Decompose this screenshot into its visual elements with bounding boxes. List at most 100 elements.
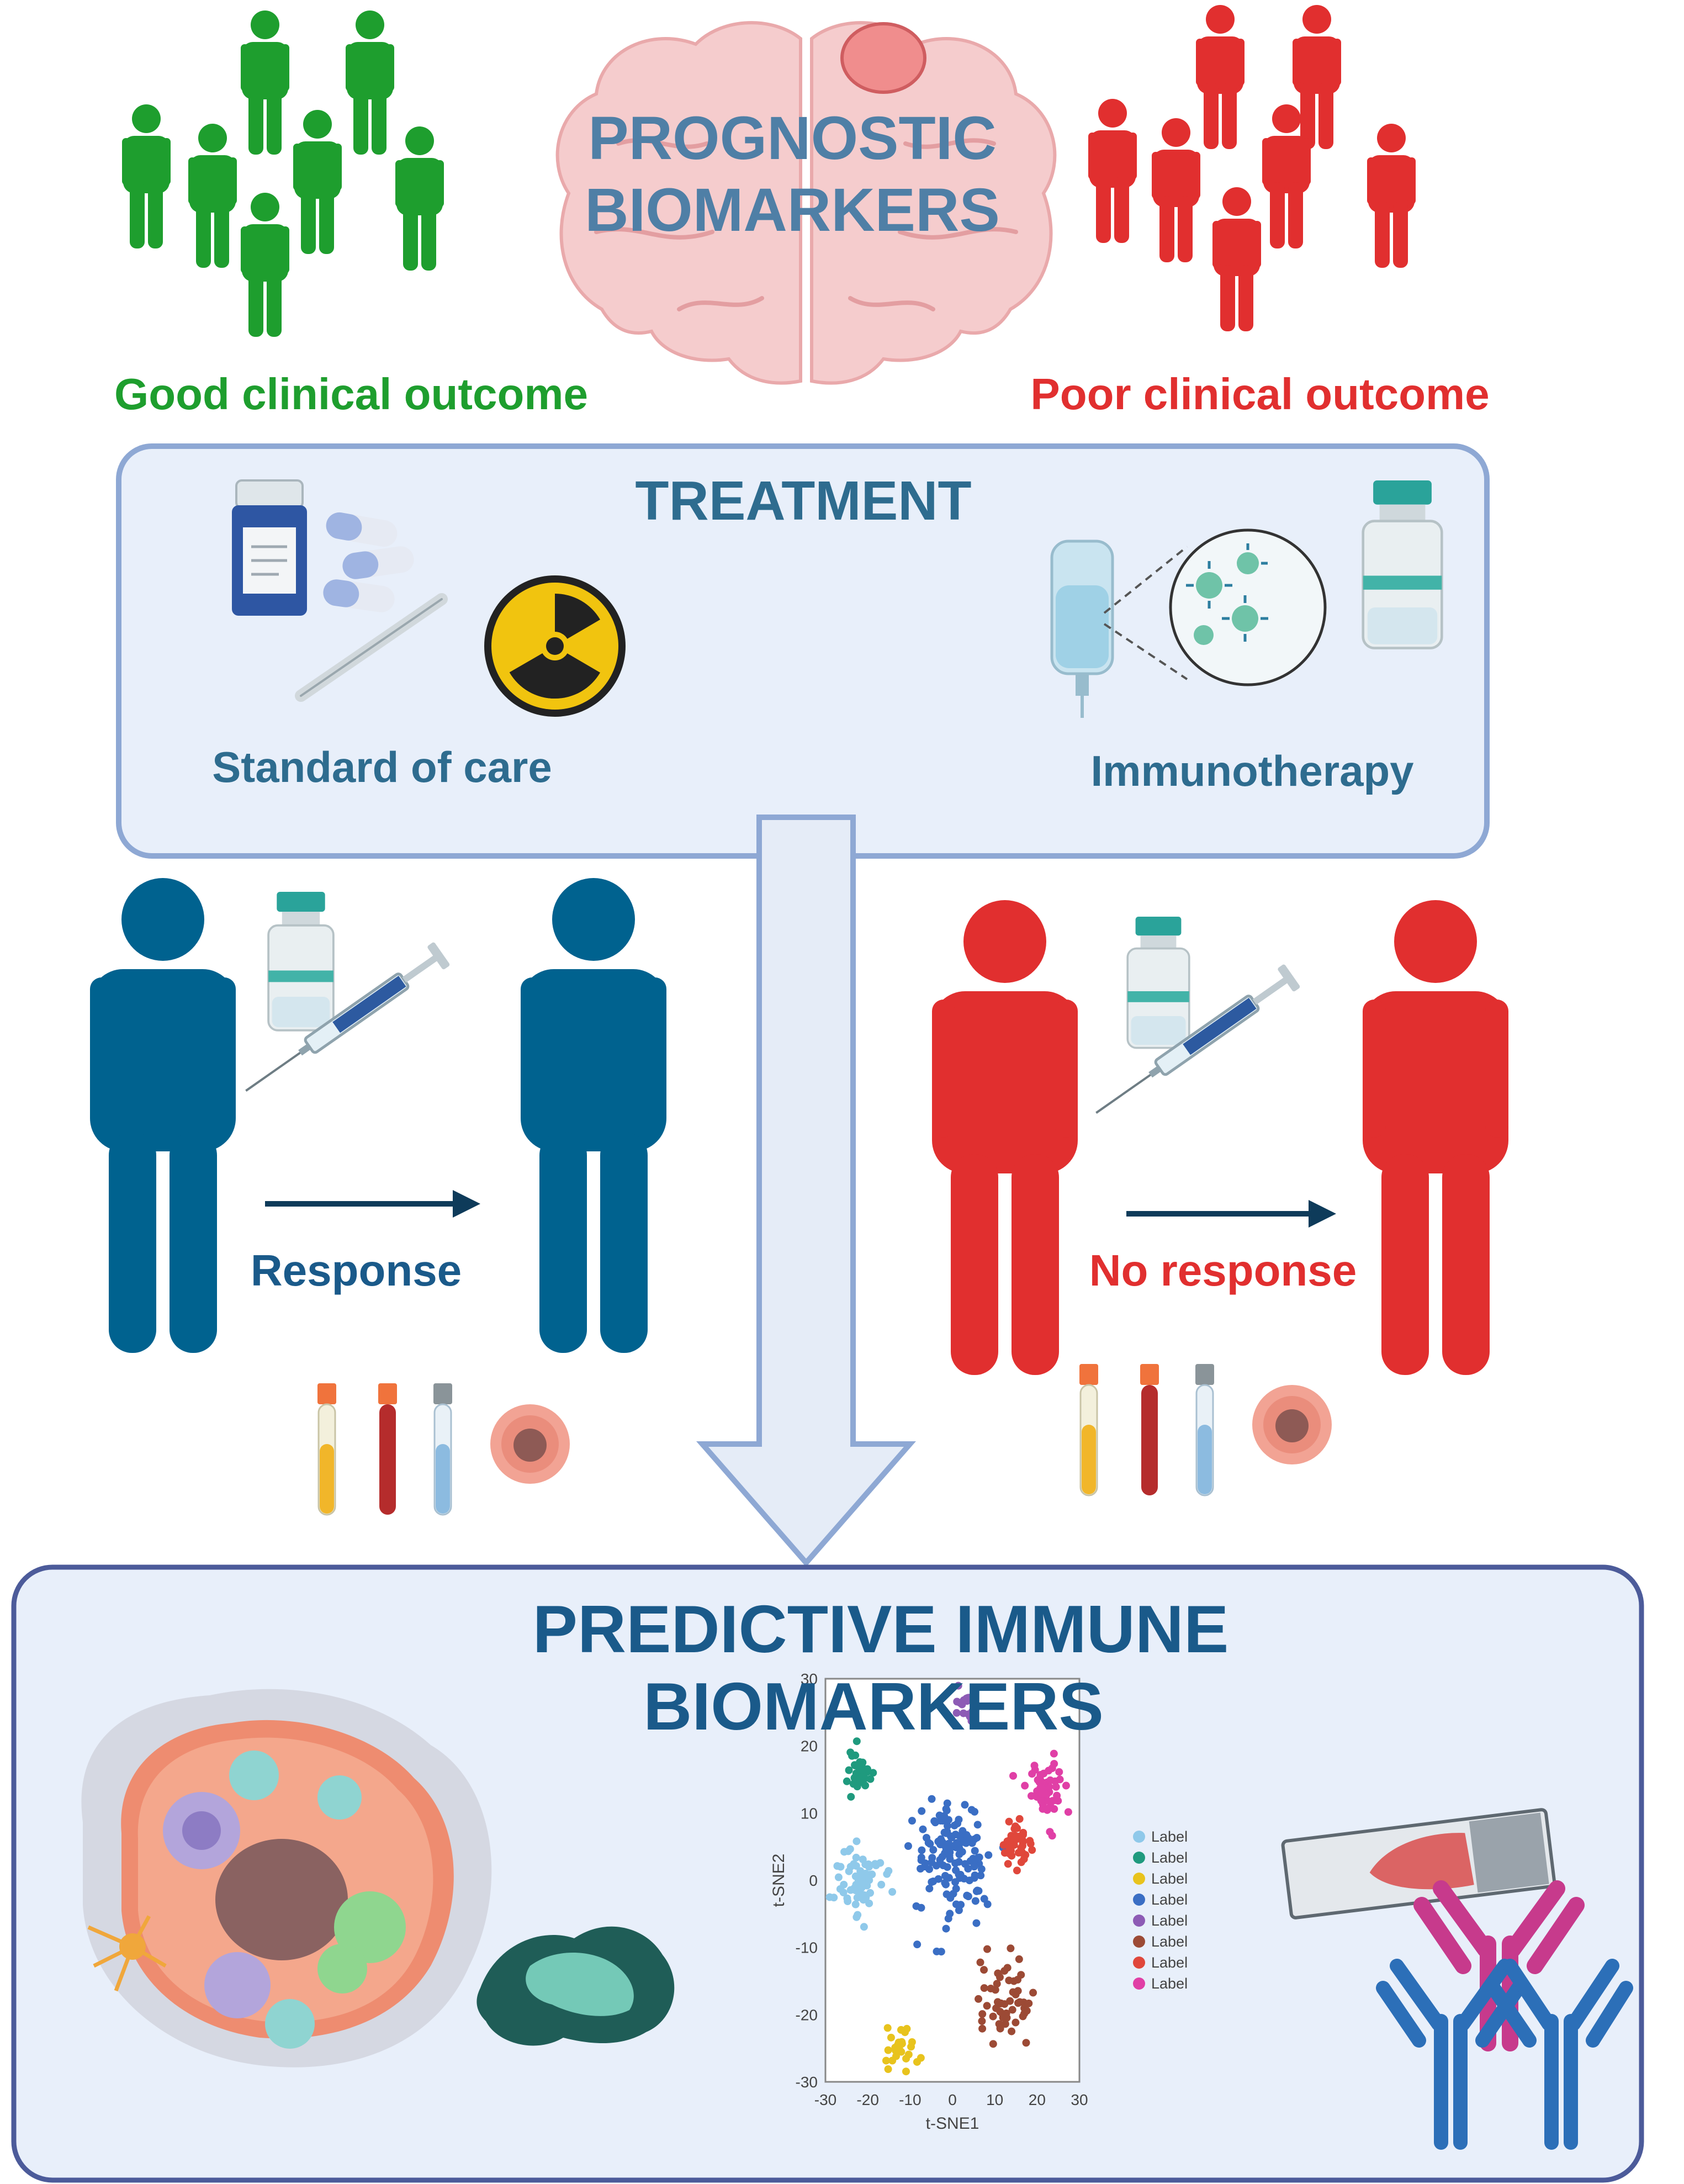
tsne-point xyxy=(907,2043,915,2051)
tsne-y-tick-label: 10 xyxy=(801,1805,818,1822)
tsne-point xyxy=(1017,1848,1025,1857)
tsne-point xyxy=(941,1871,949,1880)
tsne-point xyxy=(892,2052,900,2060)
tsne-point xyxy=(955,1906,963,1915)
tsne-legend-label: Label xyxy=(1151,1912,1188,1929)
capsules-icon xyxy=(323,512,414,612)
tsne-point xyxy=(846,1845,854,1853)
tsne-point xyxy=(843,1777,851,1785)
tsne-point xyxy=(966,1857,975,1865)
tsne-point xyxy=(856,1776,864,1784)
tsne-point xyxy=(963,1694,972,1702)
tumor-microenvironment-icon xyxy=(81,1689,492,2067)
tsne-point xyxy=(970,1863,978,1871)
tsne-point xyxy=(1006,1997,1014,2005)
tsne-point xyxy=(976,1958,984,1966)
tsne-point xyxy=(854,1911,862,1919)
tsne-point xyxy=(967,1717,976,1725)
tsne-point xyxy=(965,1876,973,1885)
tsne-point xyxy=(989,2040,997,2048)
tsne-point xyxy=(987,1985,995,1993)
tsne-point xyxy=(908,1817,916,1825)
antibody-icon xyxy=(1376,1880,1633,2150)
tsne-point xyxy=(913,2058,921,2066)
standard-of-care-label: Standard of care xyxy=(212,743,552,791)
tsne-x-tick-label: -10 xyxy=(899,2091,921,2108)
tsne-point xyxy=(857,1875,865,1884)
tsne-point xyxy=(1045,1767,1053,1775)
tsne-point xyxy=(1008,2027,1016,2035)
tsne-point xyxy=(959,1838,967,1846)
response-arrow xyxy=(265,1190,480,1218)
tsne-point xyxy=(925,1865,934,1873)
tsne-legend-swatch xyxy=(1133,1915,1145,1927)
tsne-point xyxy=(978,2010,987,2018)
vial-icon xyxy=(1126,916,1190,1049)
tsne-point xyxy=(952,1709,961,1717)
responder-patient-after-icon xyxy=(521,878,666,1353)
tsne-point xyxy=(934,1875,942,1883)
radiation-icon xyxy=(484,575,626,717)
tsne-point xyxy=(928,1795,936,1803)
tsne-point xyxy=(995,2020,1003,2028)
tsne-point xyxy=(974,1854,982,1862)
tsne-point xyxy=(992,2004,1000,2012)
tsne-point xyxy=(861,1869,870,1878)
good-outcome-people-icon xyxy=(122,10,444,337)
treatment-title: TREATMENT xyxy=(635,470,972,532)
tsne-point xyxy=(845,1867,853,1875)
tsne-point xyxy=(983,2002,991,2010)
tsne-legend-swatch xyxy=(1133,1894,1145,1906)
tsne-point xyxy=(865,1899,873,1907)
tsne-point xyxy=(851,1900,860,1908)
tsne-point xyxy=(925,1884,934,1892)
tsne-y-tick-label: 20 xyxy=(801,1738,818,1755)
tsne-point xyxy=(937,1835,945,1843)
tsne-point xyxy=(845,1766,853,1774)
tsne-point xyxy=(918,1807,926,1815)
tsne-point xyxy=(883,2024,892,2032)
tsne-point xyxy=(997,1999,1005,2007)
tsne-point xyxy=(1017,1971,1025,1979)
vial-icon xyxy=(267,891,335,1032)
tsne-point xyxy=(1020,1855,1028,1863)
syringe-icon xyxy=(1088,964,1300,1125)
tsne-x-tick-label: 30 xyxy=(1071,2091,1088,2108)
tsne-point xyxy=(1009,1988,1017,1996)
scalpel-icon xyxy=(295,593,448,702)
tsne-legend-label: Label xyxy=(1151,1828,1188,1845)
tsne-point xyxy=(956,1699,964,1707)
non-responder-patient-after-icon xyxy=(1363,900,1508,1375)
tsne-point xyxy=(993,1980,1001,1988)
tsne-legend-swatch xyxy=(1133,1831,1145,1843)
tsne-point xyxy=(940,1812,949,1820)
tsne-point xyxy=(928,1878,936,1886)
tsne-point xyxy=(893,2046,901,2054)
tsne-legend-label: Label xyxy=(1151,1975,1188,1992)
tsne-point xyxy=(1005,1817,1013,1826)
tsne-point xyxy=(852,1862,860,1870)
tsne-plot-area xyxy=(824,1678,1081,2083)
tsne-y-tick-label: -20 xyxy=(796,2006,818,2023)
tsne-legend-label: Label xyxy=(1151,1849,1188,1866)
tsne-point xyxy=(836,1863,845,1871)
tsne-point xyxy=(963,1891,971,1900)
tsne-point xyxy=(1023,2007,1031,2015)
tsne-point xyxy=(1062,1781,1070,1790)
tsne-y-tick-label: -30 xyxy=(796,2074,818,2091)
tsne-point xyxy=(1003,1837,1012,1845)
tsne-point xyxy=(885,1866,893,1875)
tsne-point xyxy=(1064,1808,1072,1816)
tsne-point xyxy=(971,1807,979,1816)
tsne-legend-swatch xyxy=(1133,1936,1145,1948)
tsne-point xyxy=(1028,1770,1036,1778)
tsne-point xyxy=(1043,1796,1051,1805)
tsne-point xyxy=(983,1945,992,1953)
tsne-point xyxy=(983,1900,992,1908)
tsne-point xyxy=(989,2012,997,2021)
tsne-point xyxy=(955,1816,963,1824)
tsne-point xyxy=(926,1840,934,1848)
